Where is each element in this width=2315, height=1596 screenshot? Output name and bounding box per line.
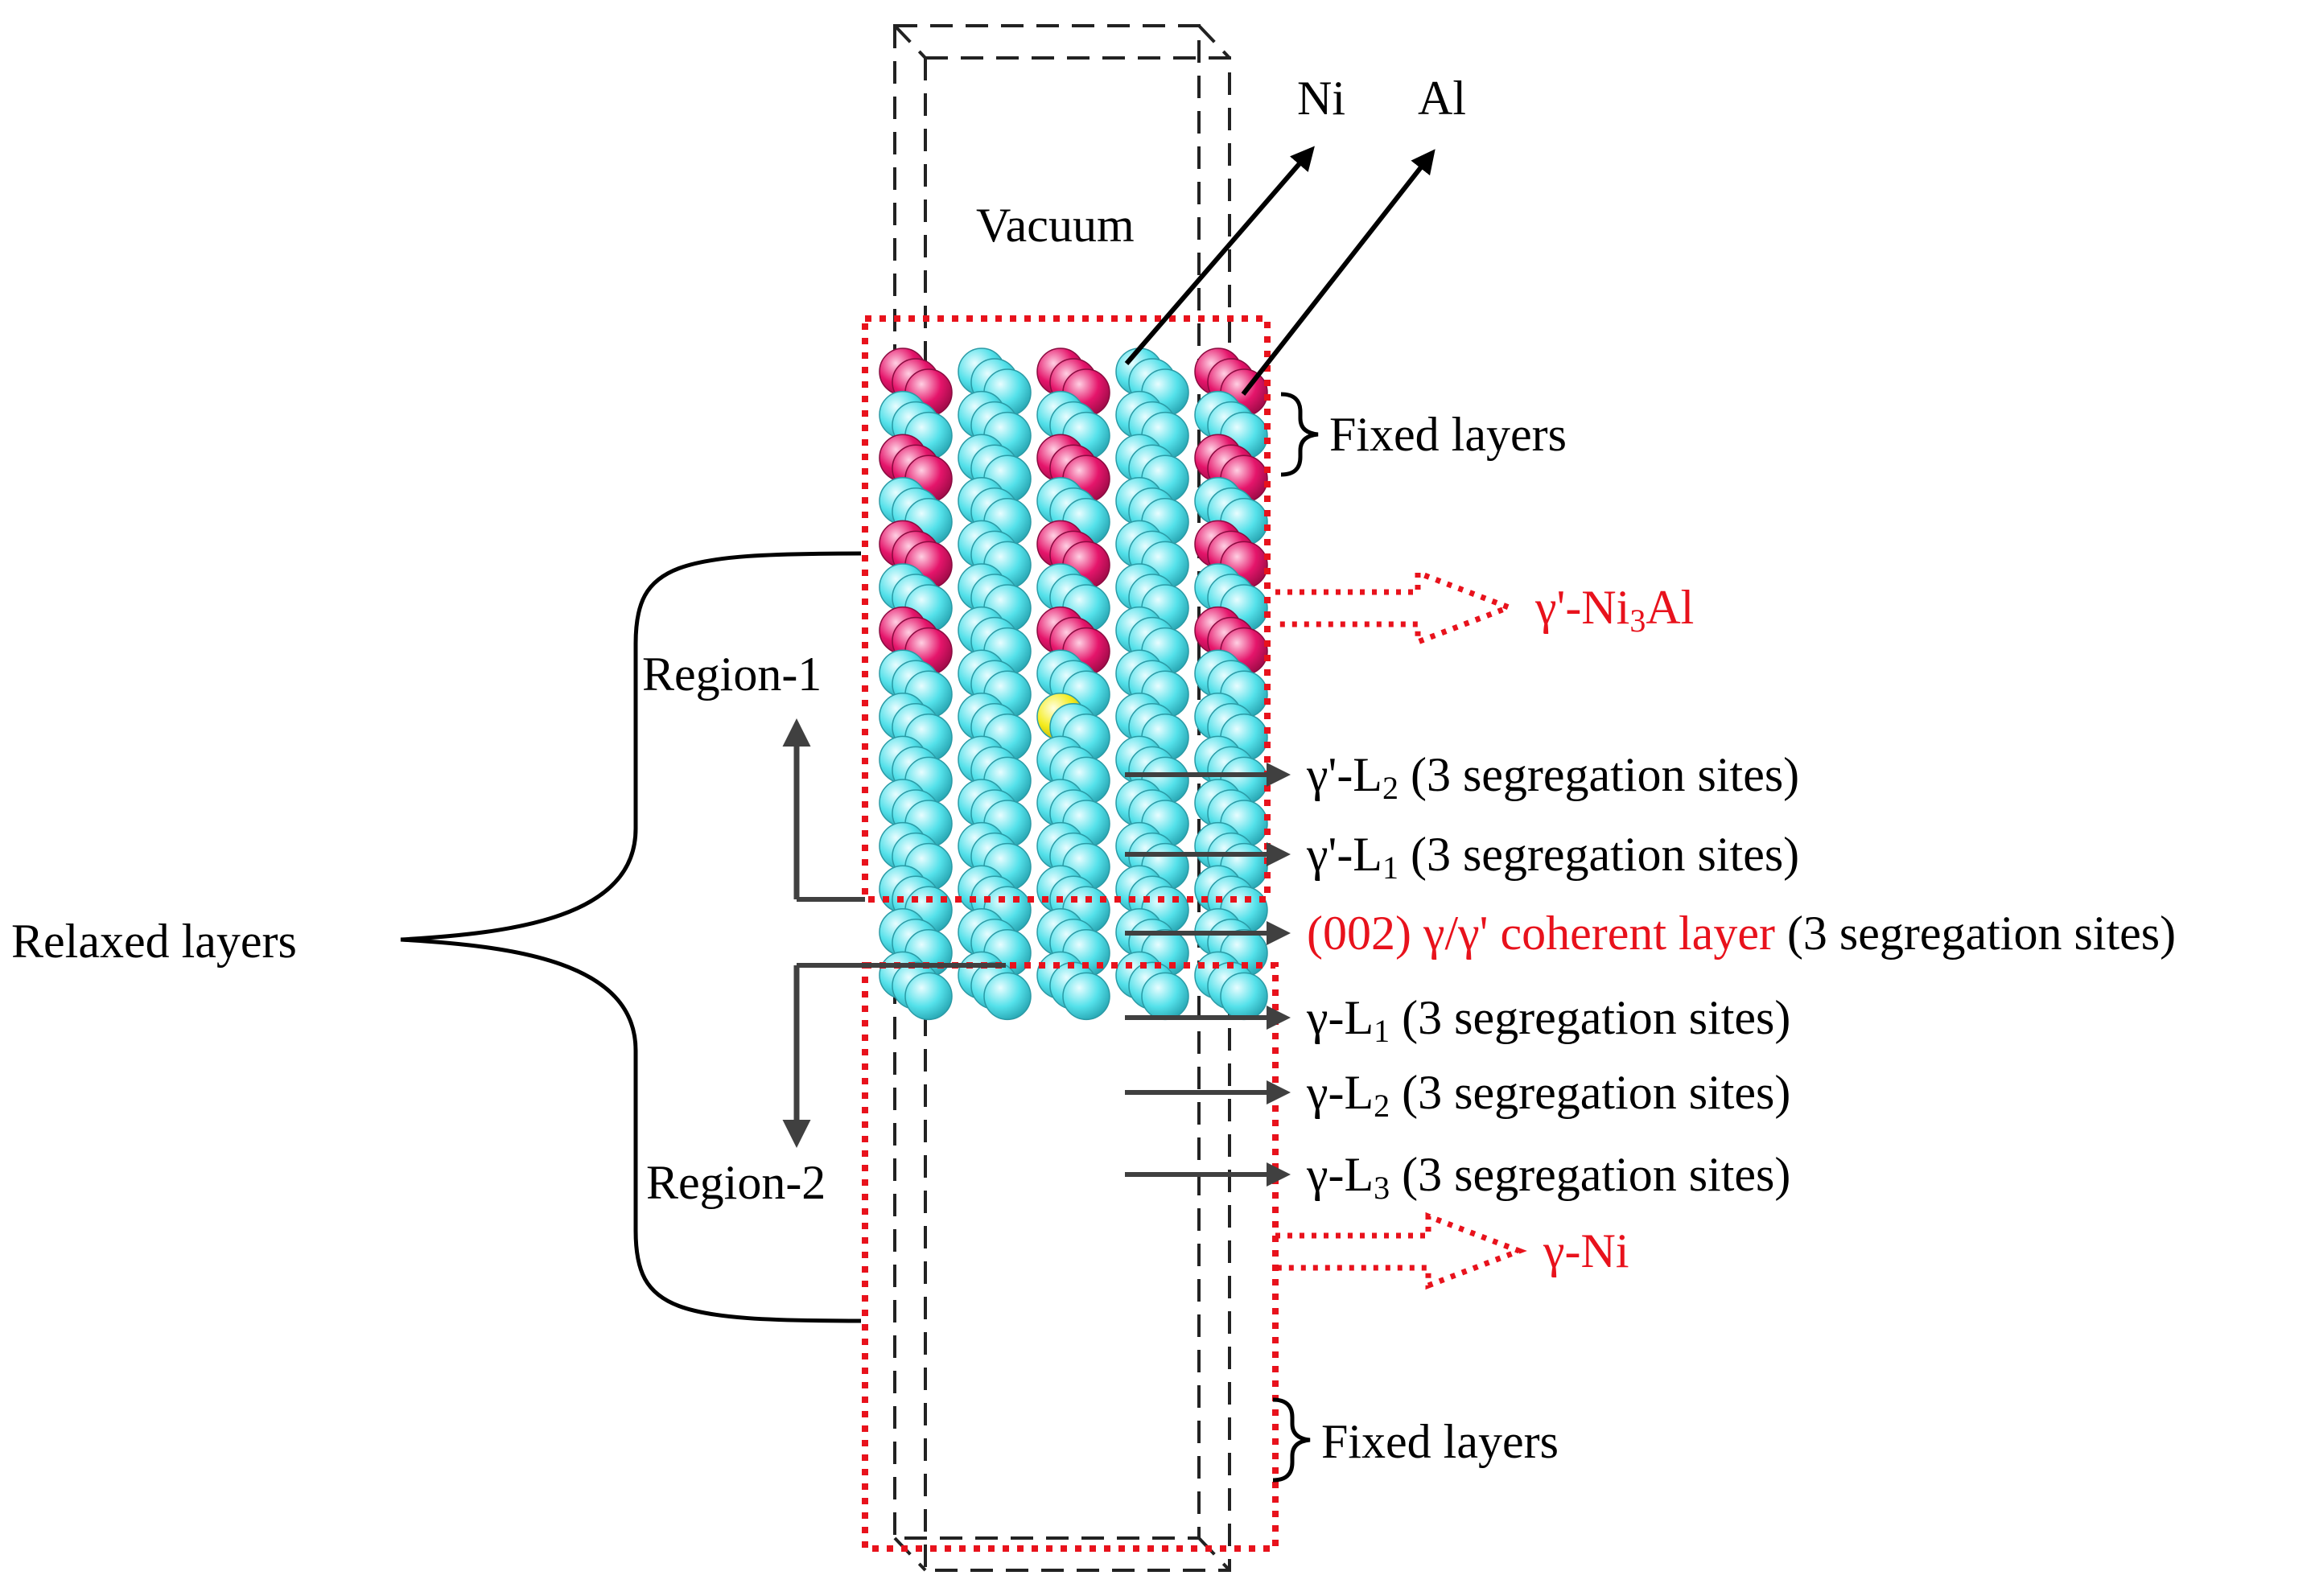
ni-label: Ni bbox=[1297, 72, 1345, 125]
relaxed-layers-brace bbox=[400, 551, 862, 1323]
al-label: Al bbox=[1418, 72, 1466, 125]
atom-lattice bbox=[879, 348, 1268, 1021]
fixed-layers-bottom-brace bbox=[1272, 1397, 1311, 1483]
ni-atom bbox=[1141, 972, 1189, 1021]
relaxed-layers-label: Relaxed layers bbox=[11, 915, 297, 968]
segregation-layer-label: γ-L2 (3 segregation sites) bbox=[1306, 1066, 1790, 1124]
ni-atom bbox=[983, 972, 1032, 1021]
ni-atom bbox=[1062, 972, 1110, 1021]
al-pointer-arrow bbox=[1241, 149, 1436, 396]
ni-atom bbox=[904, 972, 953, 1021]
gamma-region-box bbox=[862, 962, 1279, 1552]
segregation-layer-arrows: γ'-L2 (3 segregation sites) γ'-L1 (3 segr… bbox=[1125, 748, 2176, 1206]
interface-layer-label: (002) γ/γ' coherent layer (3 segregation… bbox=[1307, 907, 2176, 960]
fixed-layers-top-label: Fixed layers bbox=[1329, 408, 1567, 461]
vacuum-label: Vacuum bbox=[976, 199, 1135, 252]
fixed-layers-bottom-label: Fixed layers bbox=[1321, 1415, 1559, 1468]
region2-label: Region-2 bbox=[646, 1156, 826, 1209]
gamma-prime-phase-callout bbox=[1275, 568, 1517, 647]
gamma-prime-phase-label: γ'-Ni3Al bbox=[1534, 581, 1694, 639]
ni-atom bbox=[1220, 972, 1268, 1021]
segregation-layer-label: γ-L3 (3 segregation sites) bbox=[1306, 1148, 1790, 1206]
fixed-layers-top-brace bbox=[1280, 392, 1319, 477]
gamma-phase-label: γ-Ni bbox=[1543, 1224, 1629, 1277]
ni-pointer-arrow bbox=[1124, 146, 1315, 365]
region1-label: Region-1 bbox=[642, 648, 822, 701]
segregation-layer-label: γ'-L1 (3 segregation sites) bbox=[1306, 828, 1799, 886]
segregation-layer-label: γ'-L2 (3 segregation sites) bbox=[1306, 748, 1799, 806]
segregation-layer-label: γ-L1 (3 segregation sites) bbox=[1306, 991, 1790, 1049]
gamma-phase-callout bbox=[1275, 1211, 1527, 1290]
